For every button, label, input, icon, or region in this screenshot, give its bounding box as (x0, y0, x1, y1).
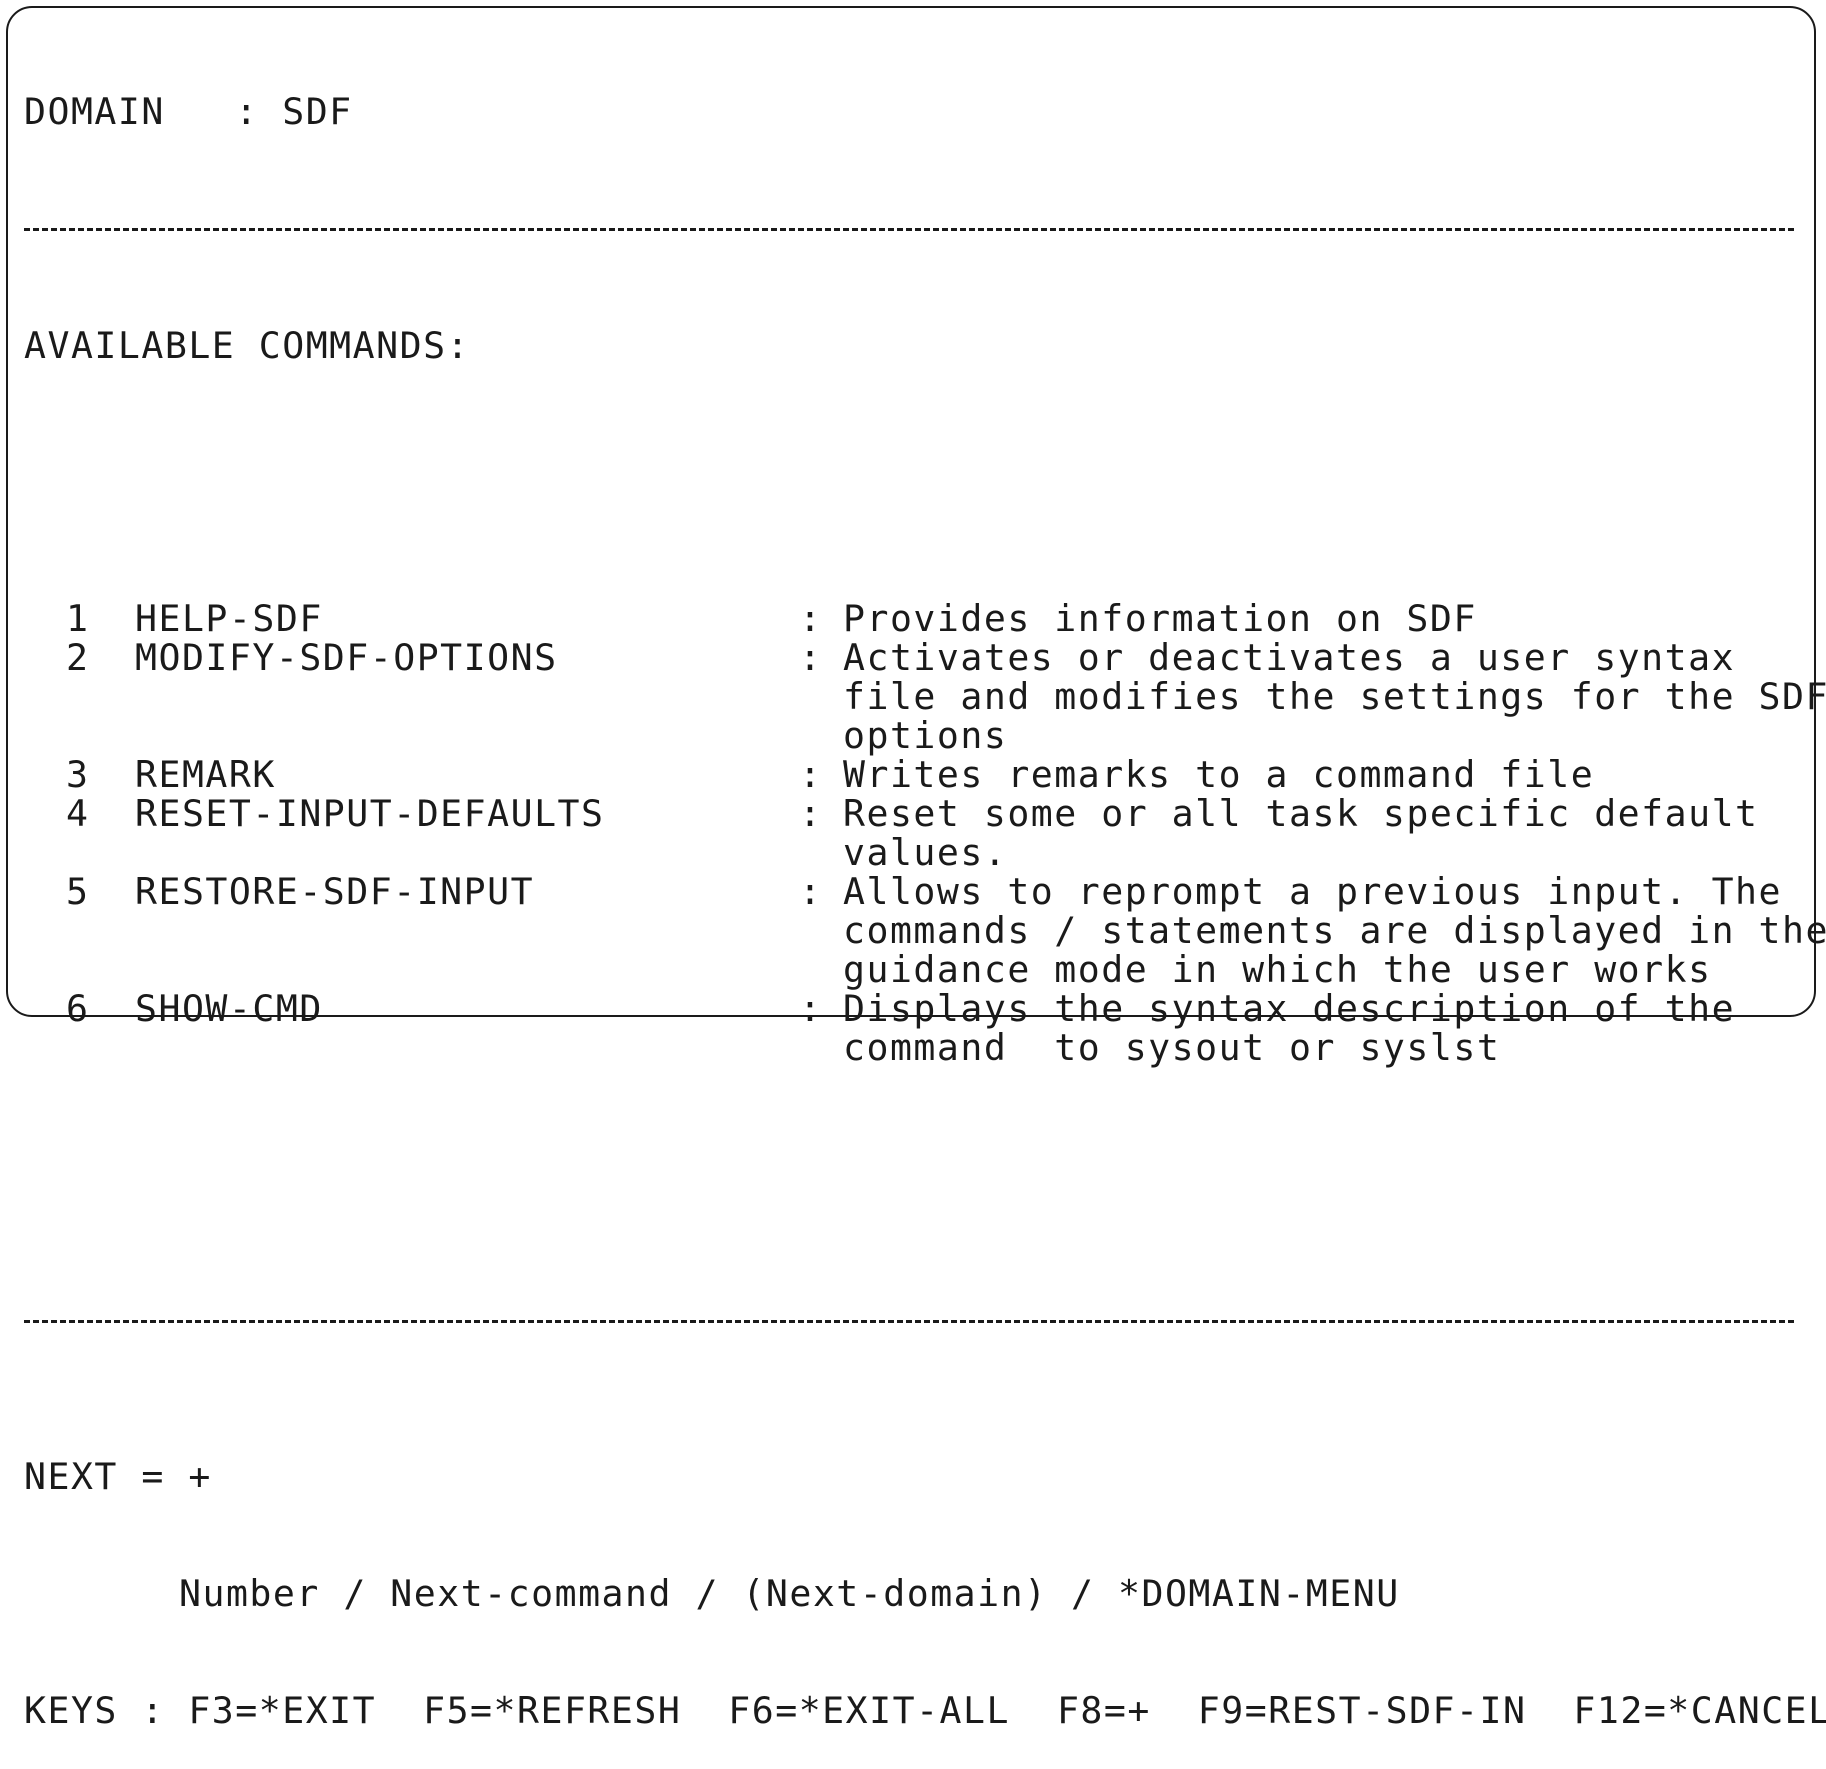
command-number: 4 (66, 792, 90, 835)
command-description-line: guidance mode in which the user works (843, 948, 1712, 991)
function-key[interactable]: F8=+ (1056, 1689, 1151, 1732)
command-name[interactable]: HELP-SDF (135, 597, 323, 640)
command-row[interactable]: 4 RESET-INPUT-DEFAULTS: Reset some or all … (24, 794, 1794, 833)
next-hint-line: Number / Next-command / (Next-domain) / … (24, 1574, 1794, 1613)
bottom-divider (24, 1301, 1794, 1340)
command-separator: : (799, 597, 823, 640)
keys-label: KEYS : (24, 1689, 189, 1732)
command-description-continuation: options (24, 716, 1794, 755)
key-spacer (376, 1689, 423, 1732)
command-row[interactable]: 3 REMARK: Writes remarks to a command file (24, 755, 1794, 794)
command-description-line: values. (843, 831, 1008, 874)
command-name[interactable]: REMARK (135, 753, 276, 796)
command-name[interactable]: SHOW-CMD (135, 987, 323, 1030)
section-title: AVAILABLE COMMANDS: (24, 324, 471, 367)
command-number: 1 (66, 597, 90, 640)
command-description: Activates or deactivates a user syntax (843, 636, 1736, 679)
command-description-continuation: file and modifies the settings for the S… (24, 677, 1826, 716)
next-line: NEXT = + (24, 1457, 1794, 1496)
command-description-line: command to sysout or syslst (843, 1026, 1501, 1069)
command-name[interactable]: RESET-INPUT-DEFAULTS (135, 792, 605, 835)
command-description: Provides information on SDF (843, 597, 1477, 640)
key-spacer (1010, 1689, 1057, 1732)
command-description-continuation: guidance mode in which the user works (24, 950, 1794, 989)
function-key[interactable]: F9=REST-SDF-IN (1197, 1689, 1527, 1732)
command-description-line: file and modifies the settings for the S… (843, 675, 1826, 718)
command-number: 5 (66, 870, 90, 913)
command-description: Writes remarks to a command file (843, 753, 1595, 796)
command-description-continuation: command to sysout or syslst (24, 1028, 1794, 1067)
command-separator: : (799, 753, 823, 796)
command-separator: : (799, 636, 823, 679)
command-separator: : (799, 987, 823, 1030)
function-key[interactable]: F6=*EXIT-ALL (728, 1689, 1010, 1732)
command-description: Reset some or all task specific default (843, 792, 1759, 835)
command-row[interactable]: 5 RESTORE-SDF-INPUT: Allows to reprompt a … (24, 872, 1794, 911)
command-separator: : (799, 870, 823, 913)
function-keys-line: KEYS : F3=*EXIT F5=*REFRESH F6=*EXIT-ALL… (24, 1689, 1826, 1732)
command-description-continuation: values. (24, 833, 1794, 872)
command-description-line: commands / statements are displayed in t… (843, 909, 1826, 952)
command-number: 6 (66, 987, 90, 1030)
command-row[interactable]: 2 MODIFY-SDF-OPTIONS: Activates or deactiv… (24, 638, 1794, 677)
command-description-continuation: commands / statements are displayed in t… (24, 911, 1826, 950)
function-key[interactable]: F5=*REFRESH (423, 1689, 682, 1732)
command-description: Allows to reprompt a previous input. The (843, 870, 1782, 913)
key-spacer (681, 1689, 728, 1732)
terminal-frame (6, 6, 1816, 1017)
command-name[interactable]: RESTORE-SDF-INPUT (135, 870, 535, 913)
command-description-line: options (843, 714, 1008, 757)
function-key[interactable]: F3=*EXIT (188, 1689, 377, 1732)
command-description: Displays the syntax description of the (843, 987, 1736, 1030)
top-divider (24, 209, 1794, 248)
spacer (24, 443, 1794, 482)
command-row[interactable]: 1 HELP-SDF: Provides information on SDF (24, 599, 1794, 638)
command-separator: : (799, 792, 823, 835)
command-name[interactable]: MODIFY-SDF-OPTIONS (135, 636, 558, 679)
domain-header: DOMAIN : SDF (24, 90, 353, 133)
spacer (24, 1184, 1794, 1223)
next-input[interactable]: + (188, 1455, 212, 1498)
key-spacer (1526, 1689, 1573, 1732)
next-hint: Number / Next-command / (Next-domain) / … (179, 1572, 1400, 1615)
command-list: 1 HELP-SDF: Provides information on SDF 2 MO… (24, 599, 1826, 1067)
key-spacer (1151, 1689, 1198, 1732)
command-number: 3 (66, 753, 90, 796)
function-key[interactable]: F12=*CANCEL (1573, 1689, 1826, 1732)
command-row[interactable]: 6 SHOW-CMD: Displays the syntax descriptio… (24, 989, 1794, 1028)
command-number: 2 (66, 636, 90, 679)
next-label: NEXT = (24, 1455, 189, 1498)
terminal-screen: DOMAIN : SDF AVAILABLE COMMANDS: 1 HELP-S… (24, 14, 1826, 1769)
